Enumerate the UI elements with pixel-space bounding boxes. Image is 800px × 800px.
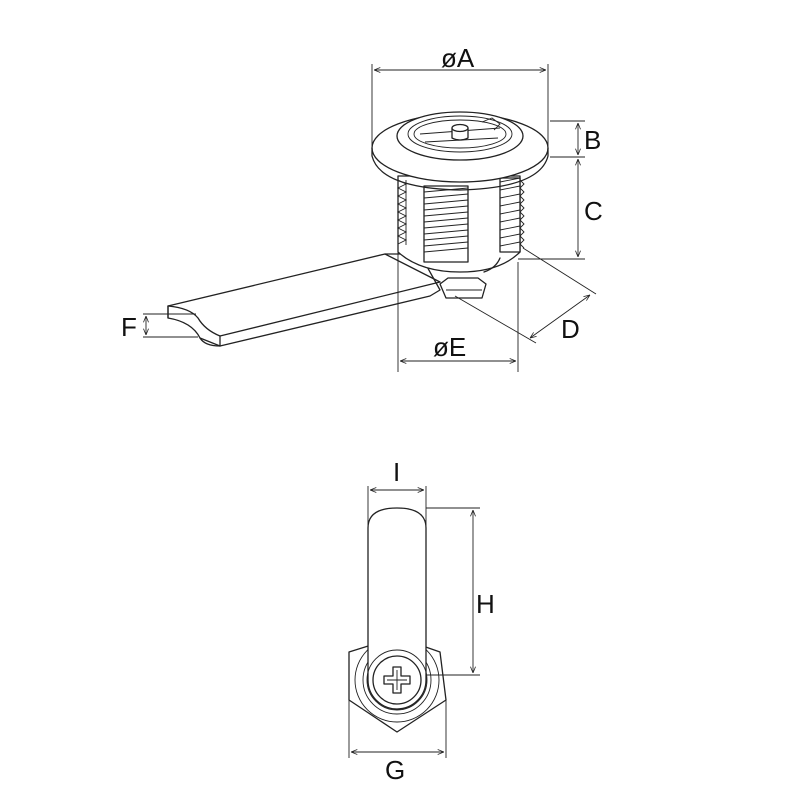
side-isometric-view bbox=[143, 64, 597, 372]
dimension-label-d: D bbox=[561, 314, 580, 344]
cam-lever bbox=[167, 253, 441, 347]
lever-bar bbox=[367, 507, 427, 710]
rear-view bbox=[348, 486, 480, 758]
dimension-label-i: I bbox=[393, 457, 401, 487]
dimension-lines-bottom bbox=[348, 486, 480, 758]
dimension-label-g: G bbox=[385, 755, 406, 785]
dimension-label-b: B bbox=[584, 125, 602, 155]
dimension-lines-top bbox=[143, 64, 597, 372]
threaded-body bbox=[396, 175, 525, 299]
lock-head bbox=[371, 111, 549, 191]
dimension-label-h: H bbox=[476, 589, 495, 619]
dimension-label-c: C bbox=[584, 196, 603, 226]
dimension-label-f: F bbox=[121, 312, 137, 342]
dimension-label-a: øA bbox=[441, 43, 475, 73]
dimension-label-e: øE bbox=[433, 332, 467, 362]
